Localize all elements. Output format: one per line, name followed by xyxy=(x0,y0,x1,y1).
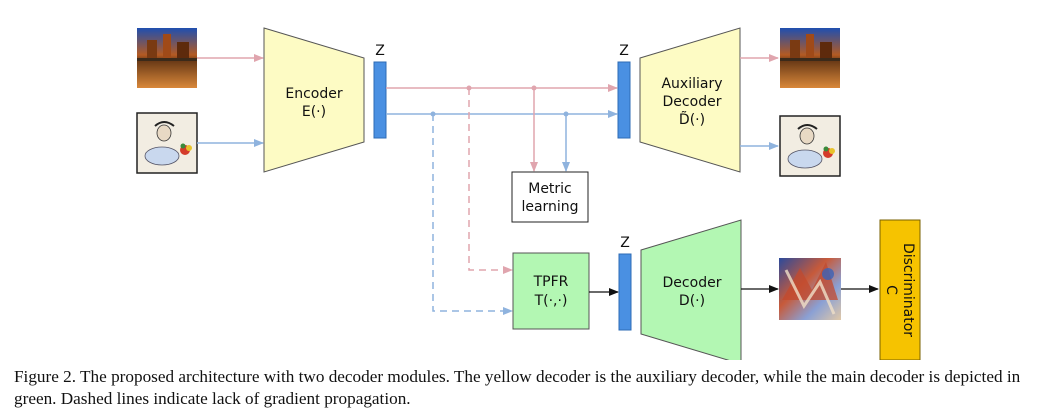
style-image-figure xyxy=(136,112,198,174)
metric-line2: learning xyxy=(521,199,578,215)
decoder-function: D(·) xyxy=(679,293,705,309)
latent-z-encoder: Z xyxy=(373,43,387,139)
latent-z-auxiliary: Z xyxy=(617,43,631,139)
auxiliary-decoder-block: Auxiliary Decoder D̃(·) xyxy=(639,27,741,173)
aux-function: D̃(·) xyxy=(679,111,705,128)
z-label-main: Z xyxy=(620,235,630,251)
aux-line1: Auxiliary xyxy=(661,76,722,92)
discriminator-line2: C xyxy=(883,285,899,295)
architecture-diagram: Encoder E(·) Z Metric learning Z Auxilia… xyxy=(136,27,921,360)
content-image-city xyxy=(137,28,197,88)
reconstructed-city-image xyxy=(780,28,840,88)
discriminator-block: Discriminator C xyxy=(879,219,921,360)
z-label-aux: Z xyxy=(619,43,629,59)
decoder-title: Decoder xyxy=(663,275,722,291)
stylized-output-image xyxy=(779,258,841,320)
aux-line2: Decoder xyxy=(663,94,722,110)
encoder-function: E(·) xyxy=(302,104,326,120)
figure-caption: Figure 2. The proposed architecture with… xyxy=(14,367,1021,408)
tpfr-function: T(·,·) xyxy=(534,293,568,309)
encoder-title: Encoder xyxy=(285,86,342,102)
metric-learning-block: Metric learning xyxy=(511,171,589,223)
encoder-block: Encoder E(·) xyxy=(263,27,365,173)
metric-line1: Metric xyxy=(528,181,572,197)
tpfr-title: TPFR xyxy=(533,274,569,290)
tpfr-block: TPFR T(·,·) xyxy=(512,252,590,330)
latent-z-main: Z xyxy=(618,235,632,331)
z-label: Z xyxy=(375,43,385,59)
discriminator-line1: Discriminator xyxy=(900,243,916,337)
decoder-block: Decoder D(·) xyxy=(640,219,742,360)
reconstructed-style-image xyxy=(779,115,841,177)
